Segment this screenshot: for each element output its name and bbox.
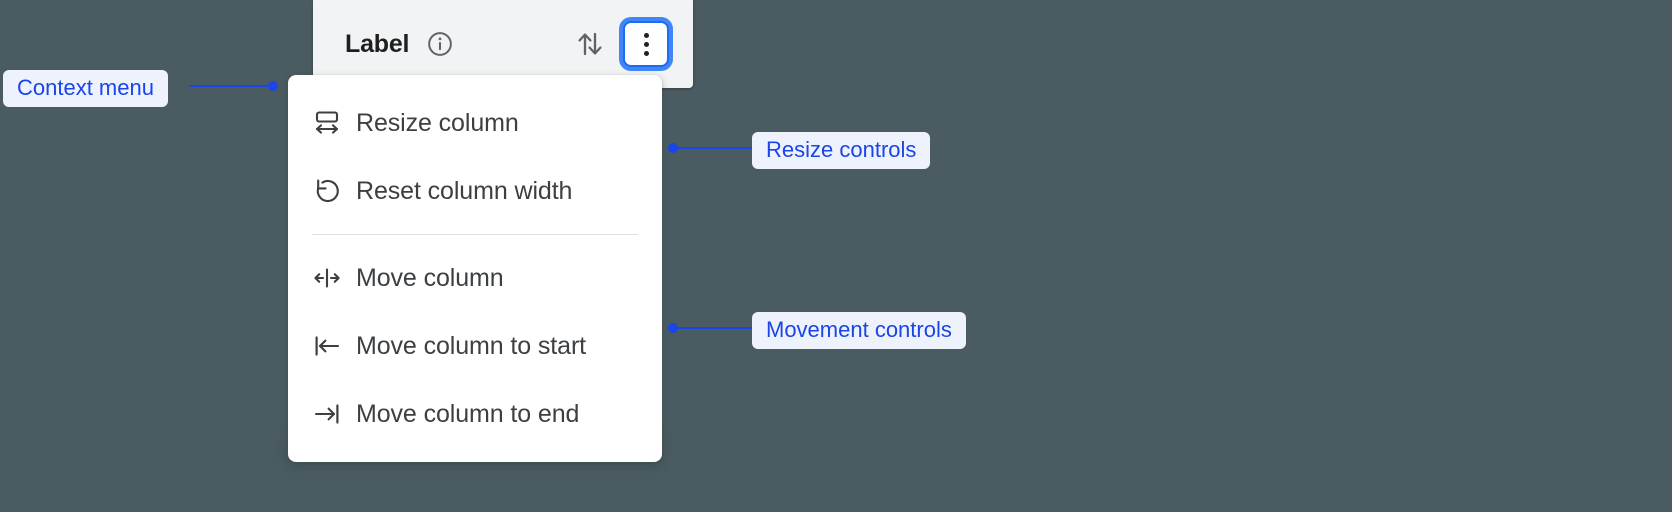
move-to-end-icon — [310, 397, 344, 431]
menu-divider — [312, 234, 638, 235]
menu-item-label: Resize column — [356, 108, 519, 137]
resize-column-icon — [310, 106, 344, 140]
menu-item-resize-column[interactable]: Resize column — [288, 89, 662, 157]
annotation-resize-controls: Resize controls — [752, 132, 931, 169]
kebab-dot — [643, 50, 649, 56]
annotation-anchor-dot — [668, 143, 678, 153]
info-circle-icon[interactable] — [426, 30, 454, 58]
annotation-movement-controls: Movement controls — [752, 312, 966, 349]
move-to-start-icon — [310, 329, 344, 363]
reset-undo-icon — [310, 174, 344, 208]
annotation-context-menu: Context menu — [3, 70, 168, 107]
menu-item-label: Move column to start — [356, 331, 587, 360]
menu-item-label: Move column — [356, 263, 504, 292]
annotation-leader-line — [676, 327, 754, 329]
menu-item-reset-column-width[interactable]: Reset column width — [288, 157, 662, 225]
menu-item-move-column-to-end[interactable]: Move column to end — [288, 380, 662, 448]
menu-item-move-column[interactable]: Move column — [288, 244, 662, 312]
annotation-anchor-dot — [268, 81, 278, 91]
annotation-leader-line — [676, 147, 754, 149]
menu-item-move-column-to-start[interactable]: Move column to start — [288, 312, 662, 380]
annotation-leader-line — [189, 85, 271, 87]
menu-item-label: Move column to end — [356, 399, 580, 428]
menu-item-label: Reset column width — [356, 176, 573, 205]
annotation-anchor-dot — [668, 323, 678, 333]
move-column-icon — [310, 261, 344, 295]
page-title: Label — [345, 29, 410, 58]
column-header-card: Label — [313, 0, 693, 88]
kebab-dot — [643, 41, 649, 47]
column-menu-button[interactable] — [623, 21, 669, 67]
kebab-more-vertical-icon — [643, 32, 649, 38]
column-context-menu: Resize column Reset column width Move co… — [288, 75, 662, 462]
sort-up-down-icon[interactable] — [573, 27, 607, 61]
